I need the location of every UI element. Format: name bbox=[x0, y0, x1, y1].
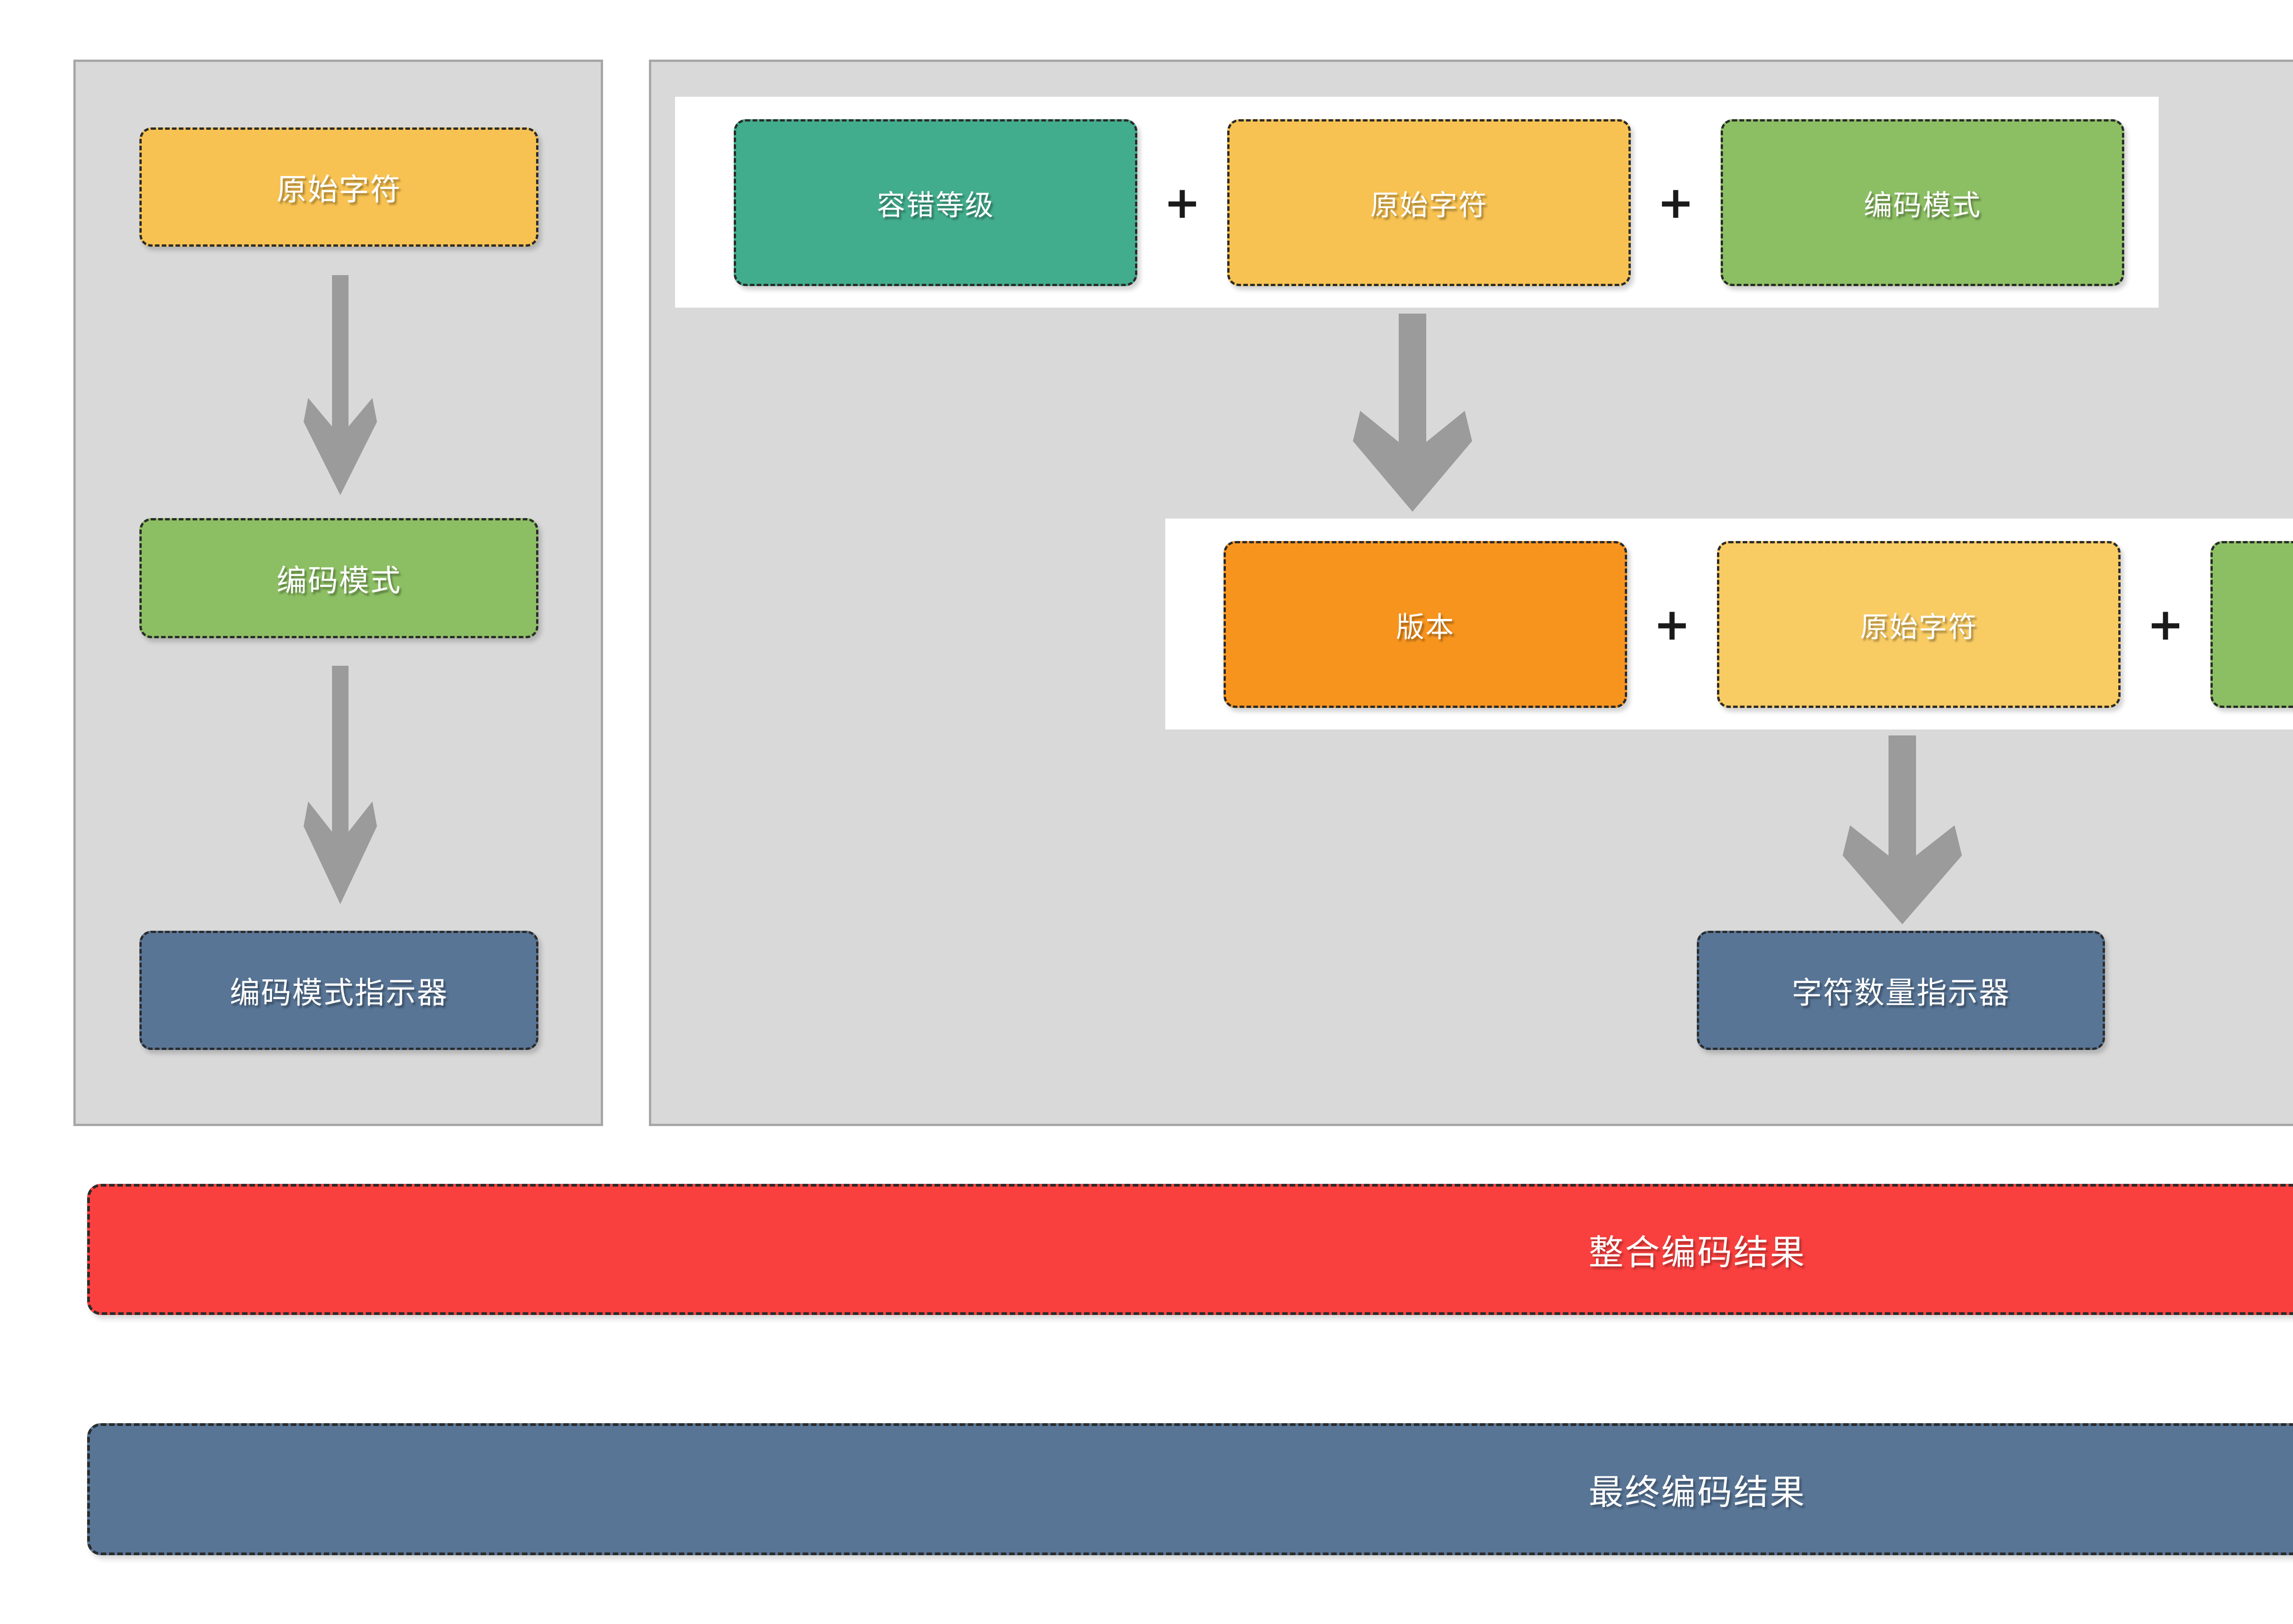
node-left-encoding-mode[interactable]: 编码模式 bbox=[139, 518, 538, 638]
node-mid-character-count-indicator[interactable]: 字符数量指示器 bbox=[1697, 931, 2105, 1050]
down-arrow-icon bbox=[304, 666, 377, 904]
node-mid-row2-version[interactable]: 版本 bbox=[1224, 541, 1627, 708]
node-left-encoding-mode-indicator[interactable]: 编码模式指示器 bbox=[139, 931, 538, 1050]
node-mid-row2-encoding-mode[interactable]: 编码模式 bbox=[2210, 541, 2293, 708]
node-mid-row1-original-characters[interactable]: 原始字符 bbox=[1227, 119, 1631, 286]
down-arrow-icon bbox=[304, 275, 377, 495]
node-mid-row1-encoding-mode[interactable]: 编码模式 bbox=[1721, 119, 2124, 286]
bar-final-encoding-result[interactable]: 最终编码结果 bbox=[87, 1423, 2293, 1555]
node-mid-row2-original-characters[interactable]: 原始字符 bbox=[1717, 541, 2121, 708]
plus-operator-icon: + bbox=[2147, 599, 2184, 650]
node-mid-row1-error-correction-level[interactable]: 容错等级 bbox=[734, 119, 1137, 286]
node-left-original-characters[interactable]: 原始字符 bbox=[139, 127, 538, 247]
plus-operator-icon: + bbox=[1163, 177, 1201, 228]
plus-operator-icon: + bbox=[1657, 177, 1695, 228]
down-arrow-icon bbox=[1353, 314, 1472, 512]
down-arrow-icon bbox=[1843, 735, 1962, 924]
plus-operator-icon: + bbox=[1653, 599, 1691, 650]
bar-integrated-encoding-result[interactable]: 整合编码结果 bbox=[87, 1184, 2293, 1315]
